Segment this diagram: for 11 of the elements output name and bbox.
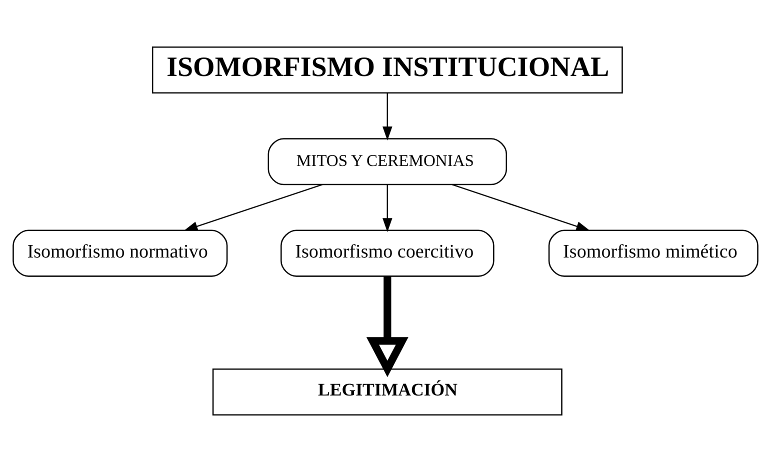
node-box: Isomorfismo coercitivo — [280, 229, 494, 276]
arrow — [382, 92, 392, 140]
node-box: ISOMORFISMO INSTITUCIONAL — [152, 46, 623, 94]
node-box: LEGITIMACIÓN — [212, 368, 562, 416]
node-box: Isomorfismo normativo — [12, 229, 228, 276]
arrow — [184, 183, 323, 231]
arrow — [452, 183, 590, 231]
node-box: Isomorfismo mimético — [548, 229, 758, 276]
arrow — [366, 276, 408, 377]
node-box: MITOS Y CEREMONIAS — [268, 138, 508, 185]
arrow — [382, 184, 392, 232]
